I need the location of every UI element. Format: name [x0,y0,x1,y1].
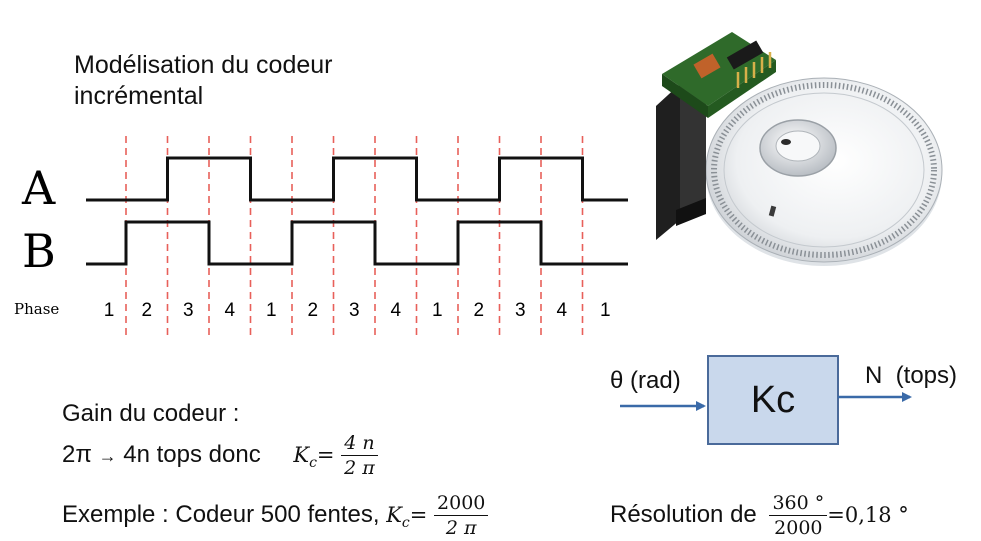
phase-number: 4 [556,300,567,321]
output-label: N (tops) [865,362,957,389]
phase-numbers: 1 2 3 4 1 2 3 4 1 2 3 4 1 [104,300,611,321]
phase-number: 2 [141,300,152,321]
page-title: Modélisation du codeur incrémental [74,50,434,112]
phase-number: 3 [515,300,526,321]
example-equals: = [410,503,428,527]
phase-number: 1 [104,300,115,321]
resolution-numerator: 360 ° [769,492,827,516]
example-denominator: 2 π [434,516,488,539]
resolution-denominator: 2000 [769,516,827,539]
phase-number: 4 [224,300,235,321]
example-k-symbol: Kc [386,503,410,527]
phase-number: 3 [183,300,194,321]
phase-number: 2 [473,300,484,321]
gain-rhs: 4n tops donc [123,441,260,468]
phase-number: 4 [390,300,401,321]
encoder-photo [636,14,948,304]
encoder-disc [706,78,942,266]
gain-equals: = [317,443,335,467]
gain-line: 2π → 4n tops donc Kc= 4 n 2 π [62,432,378,479]
phase-number: 1 [266,300,277,321]
resolution-result: =0,18 ° [827,503,909,527]
gain-title: Gain du codeur : [62,400,239,428]
gain-block-label: Kc [751,379,795,421]
signal-a-label: A [21,161,56,215]
example-text: Exemple : Codeur 500 fentes, [62,501,380,528]
timing-diagram: A B Phase 1 2 3 4 1 2 3 4 1 2 3 4 1 [0,130,640,340]
resolution-fraction: 360 ° 2000 [769,492,827,539]
resolution-text: Résolution de [610,501,757,528]
signal-a-waveform [86,158,628,200]
gain-numerator: 4 n [341,432,377,456]
signal-b-label: B [22,224,56,278]
example-numerator: 2000 [434,492,488,516]
block-diagram: θ (rad) Kc N (tops) [600,350,978,450]
input-label: θ (rad) [610,367,681,394]
phase-number: 1 [600,300,611,321]
gain-denominator: 2 π [341,456,377,479]
phase-number: 1 [432,300,443,321]
phase-number: 2 [307,300,318,321]
gain-fraction: 4 n 2 π [341,432,377,479]
phase-number: 3 [349,300,360,321]
resolution-line: Résolution de 360 ° 2000 =0,18 ° [610,492,909,539]
gain-k-symbol: Kc [293,443,317,467]
gain-lhs: 2π [62,441,92,468]
example-line: Exemple : Codeur 500 fentes, Kc= 2000 2 … [62,492,488,539]
phase-label: Phase [14,300,59,318]
example-fraction: 2000 2 π [434,492,488,539]
arrow-icon: → [99,446,117,466]
